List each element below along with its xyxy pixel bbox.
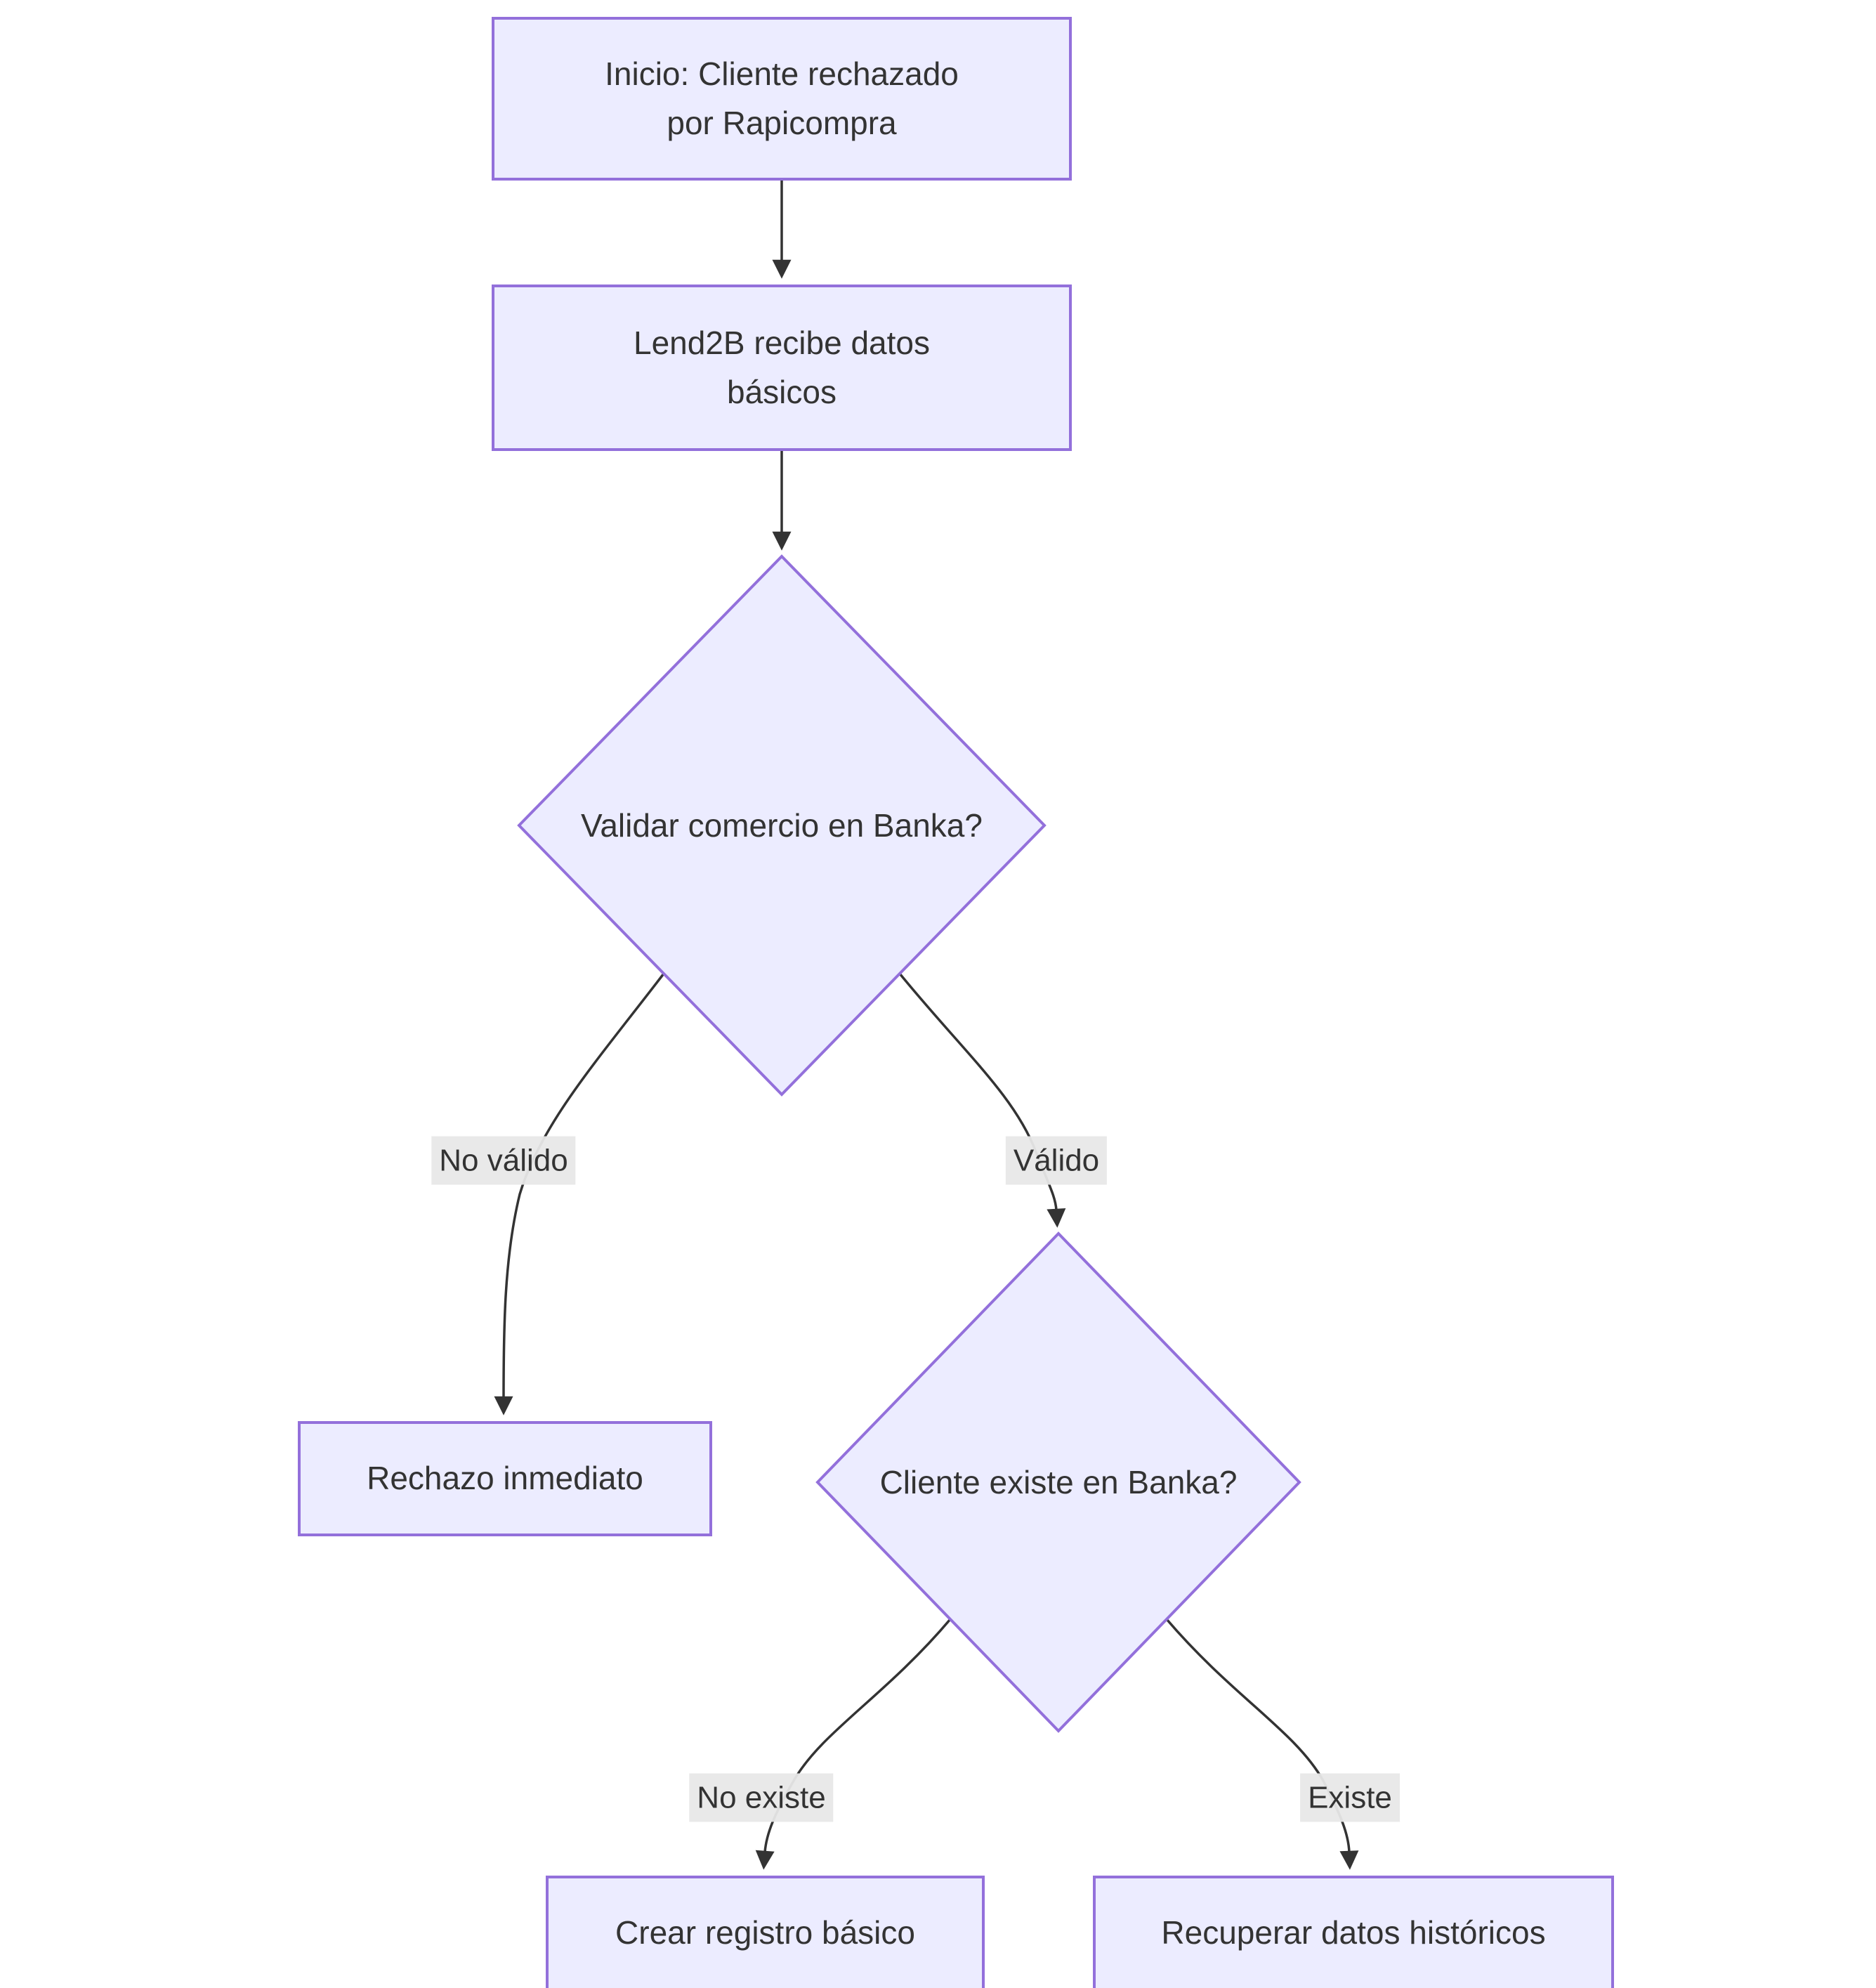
decision-cliente-existe-label: Cliente existe en Banka?	[879, 1464, 1238, 1500]
decision-validar-comercio-shape	[517, 554, 1047, 1097]
edge-label-existe: Existe	[1300, 1773, 1400, 1822]
edge-validar-to-rechazo	[494, 972, 665, 1415]
decision-cliente-existe-shape	[815, 1231, 1301, 1733]
node-inicio: Inicio: Cliente rechazado por Rapicompra	[492, 17, 1072, 181]
node-rechazo-label: Rechazo inmediato	[367, 1460, 643, 1497]
decision-validar-comercio-label: Validar comercio en Banka?	[581, 807, 983, 844]
edge-validar-to-existe	[898, 972, 1066, 1228]
edge-existe-to-crear	[755, 1618, 952, 1870]
node-lend2b-label: Lend2B recibe datos básicos	[634, 324, 930, 410]
edge-existe-to-recuperar	[1165, 1618, 1359, 1870]
edge-label-valido: Válido	[1005, 1136, 1108, 1185]
edge-label-no-valido: No válido	[431, 1136, 576, 1185]
node-rechazo-inmediato: Rechazo inmediato	[298, 1421, 712, 1536]
node-recuperar-datos: Recuperar datos históricos	[1093, 1876, 1614, 1988]
node-recuperar-label: Recuperar datos históricos	[1161, 1914, 1546, 1951]
node-crear-registro: Crear registro básico	[546, 1876, 985, 1988]
node-lend2b-recibe-datos: Lend2B recibe datos básicos	[492, 285, 1072, 451]
edge-label-no-existe: No existe	[689, 1773, 834, 1822]
node-inicio-label: Inicio: Cliente rechazado por Rapicompra	[605, 55, 959, 141]
node-crear-label: Crear registro básico	[615, 1914, 915, 1951]
